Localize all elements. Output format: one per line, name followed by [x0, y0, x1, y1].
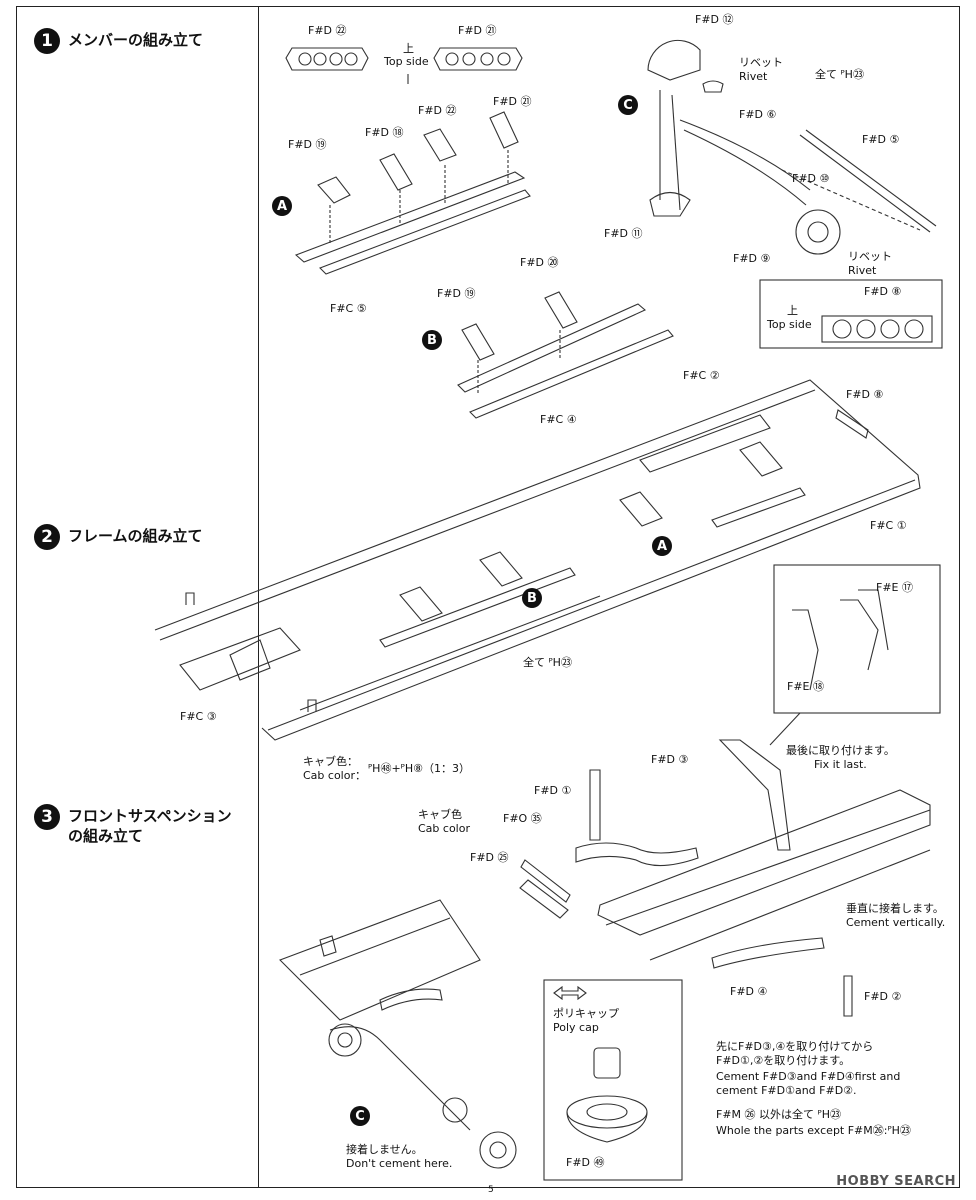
- label-fd8-box: F#D ⑧: [864, 285, 902, 298]
- label-fd22-top: F#D ㉒: [308, 24, 347, 37]
- step-1-title: メンバーの組み立て: [68, 31, 204, 49]
- label-fd8: F#D ⑧: [846, 388, 884, 401]
- label-cab-color-line1: キャブ色：: [303, 755, 358, 768]
- poly-cap-box: [543, 979, 683, 1181]
- step-2-title: フレームの組み立て: [68, 527, 203, 545]
- step-1-number: 1: [34, 28, 60, 54]
- step-3-number: 3: [34, 804, 60, 830]
- label-cab-color2-en: Cab color: [418, 822, 470, 835]
- label-fd19-b: F#D ⑲: [437, 287, 476, 300]
- subassembly-c: [647, 39, 937, 255]
- label-fc1: F#C ①: [870, 519, 907, 532]
- label-fd2: F#D ②: [864, 990, 902, 1003]
- label-fd9: F#D ⑨: [733, 252, 771, 265]
- label-fc3: F#C ③: [180, 710, 217, 723]
- member-21-top-view: [433, 47, 523, 71]
- label-fd11: F#D ⑪: [604, 227, 643, 240]
- marker-a-step1: A: [272, 196, 292, 216]
- part-fe17-18-box: [773, 564, 941, 714]
- marker-a-step2: A: [652, 536, 672, 556]
- label-fd10: F#D ⑩: [792, 172, 830, 185]
- label-except-en: Whole the parts except F#M㉖:ᴾH㉓: [716, 1124, 911, 1137]
- label-fd19-a: F#D ⑲: [288, 138, 327, 151]
- label-top-side2-en: Top side: [767, 318, 812, 331]
- marker-b-step2: B: [522, 588, 542, 608]
- part-fd8-box: [759, 279, 943, 349]
- step-3-title: フロントサスペンション の組み立て: [68, 807, 232, 845]
- label-top-side-jp: 上: [403, 42, 414, 55]
- label-fix-last-jp: 最後に取り付けます。: [786, 744, 895, 757]
- subassembly-a: [294, 111, 531, 275]
- marker-b-step1: B: [422, 330, 442, 350]
- label-fd21: F#D ㉑: [493, 95, 532, 108]
- label-fc2: F#C ②: [683, 369, 720, 382]
- label-fd25: F#D ㉕: [470, 851, 509, 864]
- label-fd4: F#D ④: [730, 985, 768, 998]
- label-fe18: F#E ⑱: [787, 680, 824, 693]
- page-number: 5: [488, 1185, 494, 1195]
- step-3-heading: 3 フロントサスペンション の組み立て: [34, 804, 232, 846]
- subassembly-b: [457, 291, 674, 419]
- suspension-frame: [519, 739, 931, 1017]
- label-top-side2-jp: 上: [787, 304, 798, 317]
- label-except-jp: F#M ㉖ 以外は全て ᴾH㉓: [716, 1108, 841, 1121]
- label-fo35: F#O ㉟: [503, 812, 542, 825]
- label-fix-last-en: Fix it last.: [814, 758, 867, 771]
- marker-c-step1: C: [618, 95, 638, 115]
- label-poly-cap-en: Poly cap: [553, 1021, 599, 1034]
- label-cab-color-value: ᴾH㊽+ᴾH⑧（1：3）: [368, 762, 470, 775]
- label-all-ph23: 全て ᴾH㉓: [815, 68, 864, 81]
- label-fd3: F#D ③: [651, 753, 689, 766]
- label-fd6: F#D ⑥: [739, 108, 777, 121]
- marker-c-step3: C: [350, 1106, 370, 1126]
- label-poly-cap-jp: ポリキャップ: [553, 1007, 619, 1020]
- label-note-en2: cement F#D①and F#D②.: [716, 1084, 857, 1097]
- label-cement-vertical-jp: 垂直に接着します。: [846, 902, 944, 915]
- member-22-top-view: [285, 47, 369, 71]
- label-rivet2-en: Rivet: [848, 264, 877, 277]
- watermark: HOBBY SEARCH: [836, 1174, 956, 1189]
- label-all-ph23-b: 全て ᴾH㉓: [523, 656, 572, 669]
- label-no-cement-jp: 接着しません。: [346, 1143, 423, 1156]
- label-fd49: F#D ㊾: [566, 1156, 605, 1169]
- label-fd5: F#D ⑤: [862, 133, 900, 146]
- label-fd22: F#D ㉒: [418, 104, 457, 117]
- step-2-number: 2: [34, 524, 60, 550]
- label-no-cement-en: Don't cement here.: [346, 1157, 453, 1170]
- label-rivet-en: Rivet: [739, 70, 768, 83]
- step-2-heading: 2 フレームの組み立て: [34, 524, 203, 550]
- front-suspension-assembly: [279, 899, 517, 1169]
- label-note-jp2: F#D①,②を取り付けます。: [716, 1054, 851, 1067]
- label-note-jp1: 先にF#D③,④を取り付けてから: [716, 1040, 874, 1053]
- label-cement-vertical-en: Cement vertically.: [846, 916, 946, 929]
- label-top-side-en: Top side: [384, 55, 429, 68]
- label-rivet-jp: リベット: [739, 56, 783, 69]
- label-fd18: F#D ⑱: [365, 126, 404, 139]
- label-fd1: F#D ①: [534, 784, 572, 797]
- label-note-en1: Cement F#D③and F#D④first and: [716, 1070, 901, 1083]
- label-fd20: F#D ⑳: [520, 256, 559, 269]
- label-cab-color2-jp: キャブ色: [418, 808, 462, 821]
- label-fd12: F#D ⑫: [695, 13, 734, 26]
- label-rivet2-jp: リベット: [848, 250, 892, 263]
- label-fc4: F#C ④: [540, 413, 577, 426]
- main-frame: [154, 379, 921, 741]
- step-1-heading: 1 メンバーの組み立て: [34, 28, 203, 54]
- label-cab-color-line2: Cab color：: [303, 769, 366, 782]
- label-fe17: F#E ⑰: [876, 581, 913, 594]
- label-fc5: F#C ⑤: [330, 302, 367, 315]
- page-frame: [16, 6, 960, 1188]
- column-divider: [258, 6, 259, 1188]
- label-fd21-top: F#D ㉑: [458, 24, 497, 37]
